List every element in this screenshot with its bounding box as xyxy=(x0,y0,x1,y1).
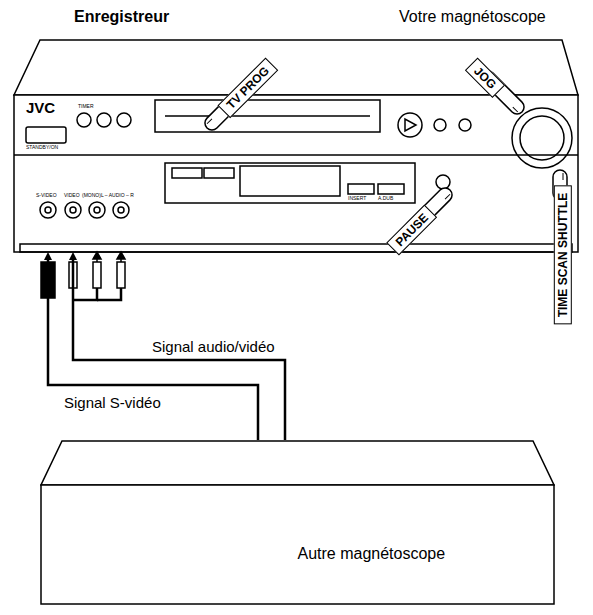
prog-button xyxy=(172,168,202,178)
round-button xyxy=(434,119,446,131)
recorder-node: EnregistreurVotre magnétoscope xyxy=(14,38,578,252)
arrowhead xyxy=(44,252,52,260)
finger-nail xyxy=(513,107,518,112)
round-button xyxy=(97,113,111,127)
video-jack-core xyxy=(70,207,76,213)
button-label: INSERT xyxy=(348,196,366,202)
jack-label: VIDEO xyxy=(64,193,80,199)
display-panel xyxy=(165,163,415,203)
box-top-face xyxy=(41,441,554,485)
dub-button xyxy=(378,184,404,194)
box-outline xyxy=(40,440,555,605)
button-label: STANDBY/ON xyxy=(26,145,58,151)
finger-nail xyxy=(207,119,212,124)
heading: Votre magnétoscope xyxy=(399,8,546,26)
cable-connector xyxy=(69,252,285,440)
pause-button xyxy=(436,175,450,189)
button-label: A.DUB xyxy=(378,196,393,202)
slot-line xyxy=(165,115,370,117)
panel-line xyxy=(14,154,578,156)
callout-tag: TIME SCAN SHUTTLE xyxy=(554,186,572,325)
jack-label: S-VIDEO xyxy=(36,193,57,199)
s-video-jack xyxy=(40,202,56,218)
plug-arrowhead xyxy=(93,252,101,259)
finger-nail xyxy=(445,194,450,199)
cassette-slot xyxy=(155,100,380,132)
arrowhead xyxy=(69,252,77,260)
s-video-jack-core xyxy=(45,207,51,213)
video-jack xyxy=(65,202,81,218)
cable-line xyxy=(73,258,285,440)
rca-plug xyxy=(117,262,125,288)
rca-plug xyxy=(93,262,101,288)
box-label: Autre magnétoscope xyxy=(298,545,446,563)
prog-button xyxy=(204,168,234,178)
audio-jack xyxy=(89,202,105,218)
audio-jack-core xyxy=(118,207,124,213)
signal-label: Signal audio/vidéo xyxy=(150,338,277,355)
device-box: Autre magnétoscope xyxy=(40,440,555,605)
vcr-base xyxy=(20,244,572,252)
round-button xyxy=(459,119,471,131)
audio-jack-core xyxy=(94,207,100,213)
vcr-front xyxy=(14,95,578,252)
standby-button xyxy=(26,127,66,143)
play-symbol xyxy=(405,119,416,131)
jog-dial-inner xyxy=(520,116,564,160)
finger-nail xyxy=(563,173,564,180)
insert-button xyxy=(348,184,374,194)
signal-label: Signal S-vidéo xyxy=(62,394,163,411)
play-button xyxy=(398,113,422,137)
display-window xyxy=(240,166,340,196)
av-cable-branch xyxy=(73,288,97,300)
av-cable-branch xyxy=(97,288,121,300)
brand-logo: JVC xyxy=(26,99,55,116)
plug-arrowhead xyxy=(117,252,125,259)
box-front-face xyxy=(41,485,554,604)
heading: Enregistreur xyxy=(74,8,169,26)
round-button xyxy=(117,113,131,127)
round-button xyxy=(77,113,91,127)
button-label: TIMER xyxy=(78,104,94,110)
jack-label: (MONO)L – AUDIO – R xyxy=(82,193,134,199)
jog-dial xyxy=(512,108,572,168)
audio-jack xyxy=(113,202,129,218)
